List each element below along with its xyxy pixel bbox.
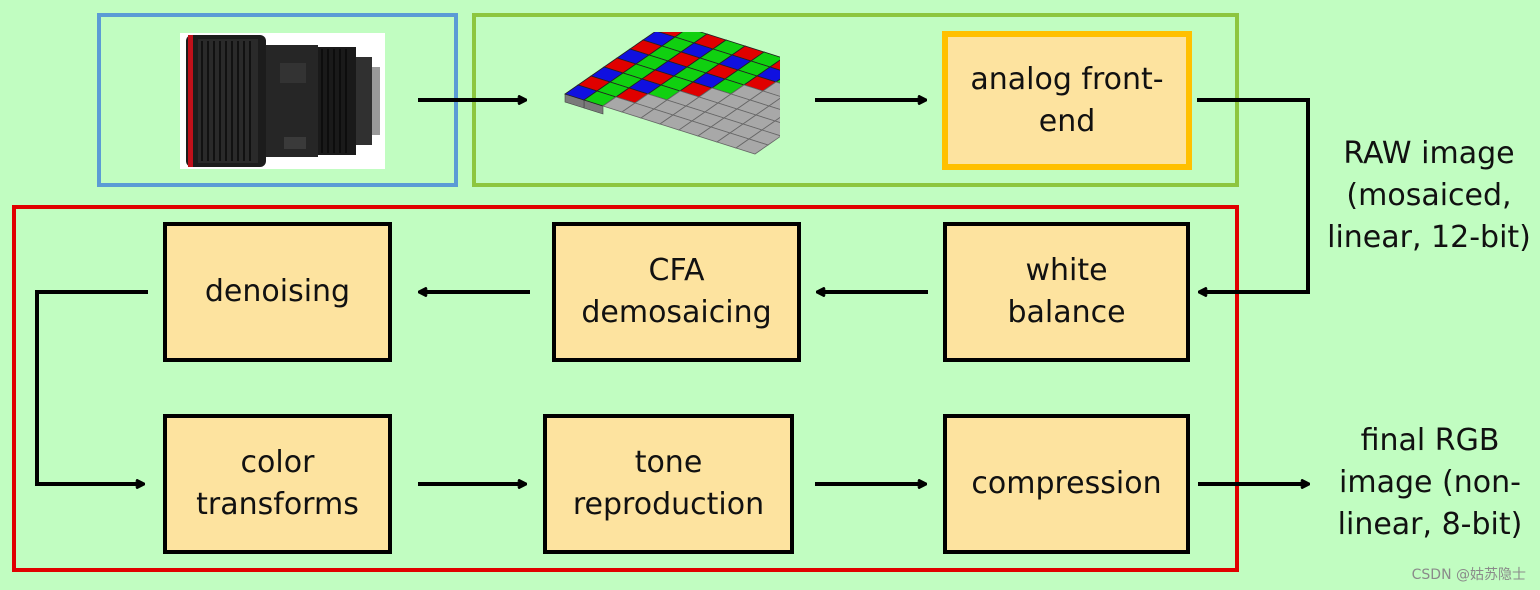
watermark: CSDN @姑苏隐士 <box>1411 567 1526 583</box>
analog-front-end-label: analog front- end <box>970 61 1164 139</box>
denoising-label: denoising <box>204 274 351 309</box>
white-balance-label: white balance <box>1007 253 1126 330</box>
isp-frame <box>12 205 1239 572</box>
compression-label: compression <box>971 466 1162 501</box>
camera-lens-image <box>180 33 385 169</box>
compression-box: compression <box>943 414 1190 554</box>
sensor-cell <box>735 138 769 155</box>
cfa-demosaicing-box: CFA demosaicing <box>552 222 801 362</box>
tone-reproduction-label: tone reproduction <box>572 445 765 522</box>
white-balance-box: white balance <box>943 222 1190 362</box>
tone-reproduction-box: tone reproduction <box>543 414 794 554</box>
bayer-sensor-image <box>564 32 780 155</box>
final-image-label: final RGB image (non- linear, 8-bit) <box>1337 423 1523 542</box>
arrow-afe-to-white-balance <box>1197 98 1310 292</box>
cfa-demosaicing-label: CFA demosaicing <box>581 253 772 330</box>
arrow-denoise-to-color <box>35 290 148 484</box>
color-transforms-label: color transforms <box>196 445 359 522</box>
color-transforms-box: color transforms <box>163 414 392 554</box>
raw-image-label: RAW image (mosaiced, linear, 12-bit) <box>1327 136 1531 255</box>
analog-front-end-box: analog front- end <box>942 31 1192 170</box>
denoising-box: denoising <box>163 222 392 362</box>
